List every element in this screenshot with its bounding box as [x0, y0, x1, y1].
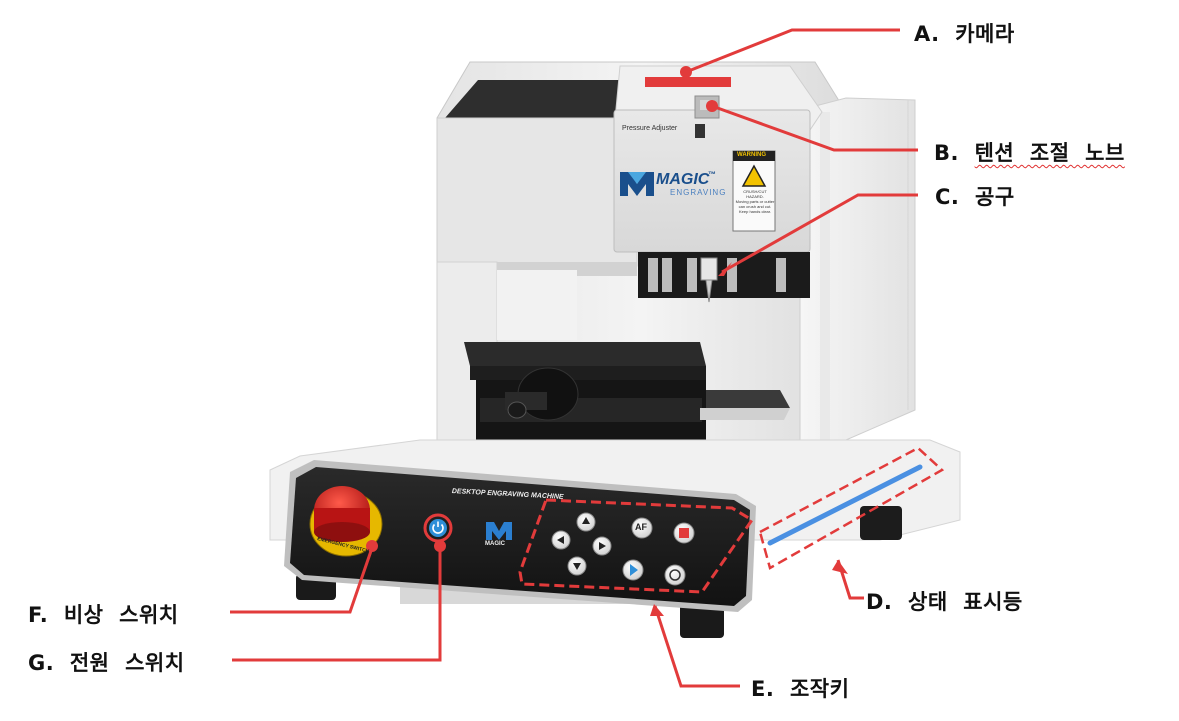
callout-label-b-prefix: B.: [934, 141, 975, 165]
head-brand-name: MAGIC: [656, 171, 710, 188]
callout-lines: [230, 28, 945, 688]
emergency-stop: [309, 486, 383, 557]
panel-brand-name: MAGIC: [485, 541, 505, 547]
warning-line: Keep hands clear.: [738, 209, 772, 214]
callout-line-b: [711, 104, 918, 152]
callout-line-e: [653, 605, 740, 688]
keys-highlight-box: [518, 498, 755, 594]
head-brand-tm: ™: [708, 170, 716, 179]
callout-label-c: C. 공구: [935, 185, 1015, 209]
callout-line-f: [230, 547, 374, 614]
callout-label-f: F. 비상 스위치: [28, 603, 179, 627]
warning-line: CRUSH/CUT: [743, 189, 767, 194]
head-brand-sub: ENGRAVING: [670, 188, 727, 197]
callout-arrow-e: [650, 604, 664, 616]
warning-line: HAZARD.: [746, 194, 764, 199]
callout-arrow-c: [718, 262, 732, 276]
warning-title: WARNING: [737, 152, 766, 158]
callout-dot-f: [366, 540, 378, 552]
callout-label-b: B. 텐션 조절 노브: [934, 137, 1125, 167]
callout-label-e: E. 조작키: [751, 677, 850, 701]
head-logo-mark: [620, 172, 654, 196]
callout-line-g: [232, 545, 442, 662]
callout-dots: [366, 66, 848, 616]
pressure-adjuster-label: Pressure Adjuster: [622, 125, 678, 132]
callout-line-d: [836, 559, 864, 600]
panel-logo-mark: [486, 522, 512, 540]
callout-dot-g: [434, 540, 446, 552]
callout-label-g: G. 전원 스위치: [28, 651, 185, 675]
callout-dot-a: [680, 66, 692, 78]
warning-text: CRUSH/CUT HAZARD. Moving parts or cutter…: [735, 189, 775, 214]
callout-dot-b: [706, 100, 718, 112]
callout-arrow-d: [832, 560, 848, 574]
callout-label-a: A. 카메라: [914, 22, 1015, 46]
callout-line-c: [721, 193, 918, 274]
callout-label-d: D. 상태 표시등: [866, 590, 1023, 614]
warning-line: Moving parts or cutter: [735, 199, 775, 204]
engraving-head: [613, 95, 811, 303]
callout-line-a: [685, 28, 900, 74]
callout-label-b-text: 텐션 조절 노브: [974, 141, 1125, 165]
af-key-label: AF: [635, 522, 647, 532]
warning-line: can crush and cut.: [738, 204, 772, 209]
status-light-highlight-box: [758, 446, 945, 570]
status-light-bar: [767, 464, 923, 546]
control-keys: [551, 512, 695, 586]
